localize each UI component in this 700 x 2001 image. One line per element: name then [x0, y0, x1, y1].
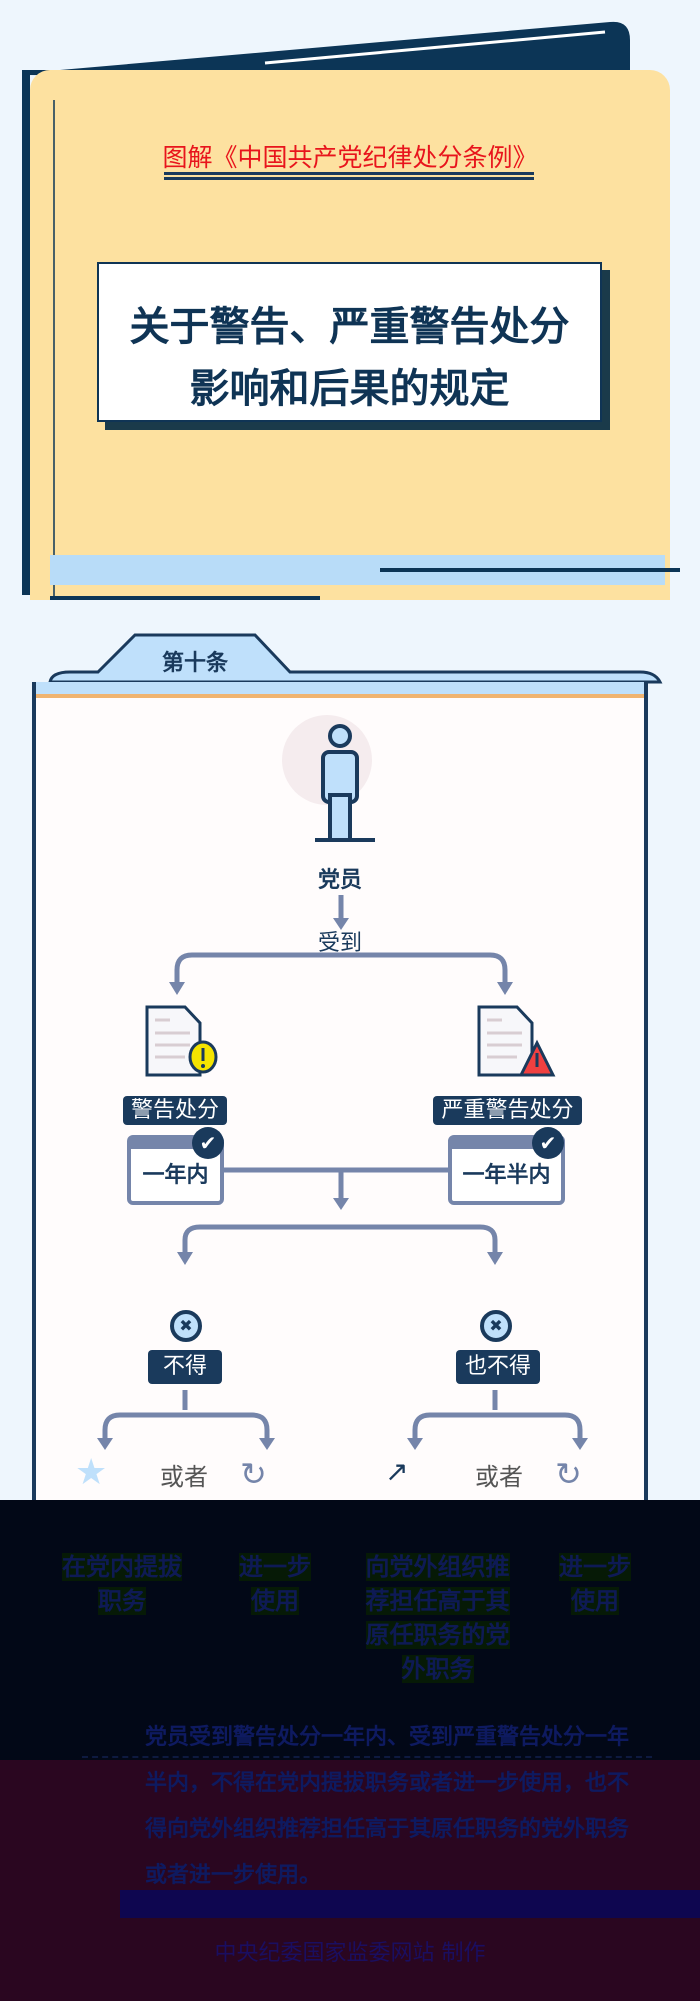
check-icon: ✔	[532, 1127, 564, 1159]
reuse-people-icon: ↻	[555, 1455, 582, 1493]
document-severe-warning-icon	[477, 1005, 556, 1077]
lower-panel	[0, 1500, 700, 1760]
or-label-right: 或者	[475, 1463, 523, 1491]
divider	[82, 1756, 652, 1758]
article-tab: 第十条	[161, 651, 228, 676]
summary-text: 党员受到警告处分一年内、受到严重警告处分一年半内，不得在党内提拔职务或者进一步使…	[145, 1725, 630, 1888]
reuse-people-icon: ↻	[240, 1455, 267, 1493]
series-subtitle: 图解《中国共产党纪律处分条例》	[162, 143, 538, 172]
subject-label: 党员	[317, 868, 362, 893]
page-title-line1: 关于警告、严重警告处分	[129, 304, 570, 350]
outcome-4: 进一步使用	[559, 1553, 631, 1615]
party-member-icon	[282, 715, 375, 842]
period-right: 一年半内	[462, 1163, 551, 1188]
period-left: 一年内	[142, 1163, 209, 1188]
penalty-warning-label: 警告处分	[122, 1096, 227, 1125]
page-title-line2: 影响和后果的规定	[189, 366, 510, 412]
outcome-1: 在党内提拔职务	[62, 1553, 182, 1615]
outcome-2: 进一步使用	[239, 1553, 311, 1615]
footer-credit: 中央纪委国家监委网站 制作	[214, 1941, 486, 1966]
lower-band	[120, 1890, 700, 1918]
verb-label: 受到	[317, 931, 362, 956]
penalty-severe-warning-label: 严重警告处分	[433, 1096, 582, 1125]
promotion-star-icon: ★	[75, 1452, 108, 1493]
prohibition-right: 也不得	[456, 1350, 540, 1384]
outcome-3: 向党外组织推荐担任高于其原任职务的党外职务	[365, 1553, 510, 1683]
prohibition-left: 不得	[148, 1350, 222, 1384]
cross-icon: ✖	[170, 1310, 202, 1342]
or-label-left: 或者	[160, 1463, 208, 1491]
document-warning-icon	[145, 1005, 218, 1077]
flow-connectors	[97, 895, 588, 1450]
subtitle-underline	[164, 172, 534, 175]
recommend-arrow-icon: ↗	[385, 1455, 409, 1488]
cross-icon: ✖	[480, 1310, 512, 1342]
check-icon: ✔	[192, 1127, 224, 1159]
title-box: 关于警告、严重警告处分 影响和后果的规定	[97, 262, 602, 422]
lower-panel-bottom	[0, 1760, 700, 2001]
